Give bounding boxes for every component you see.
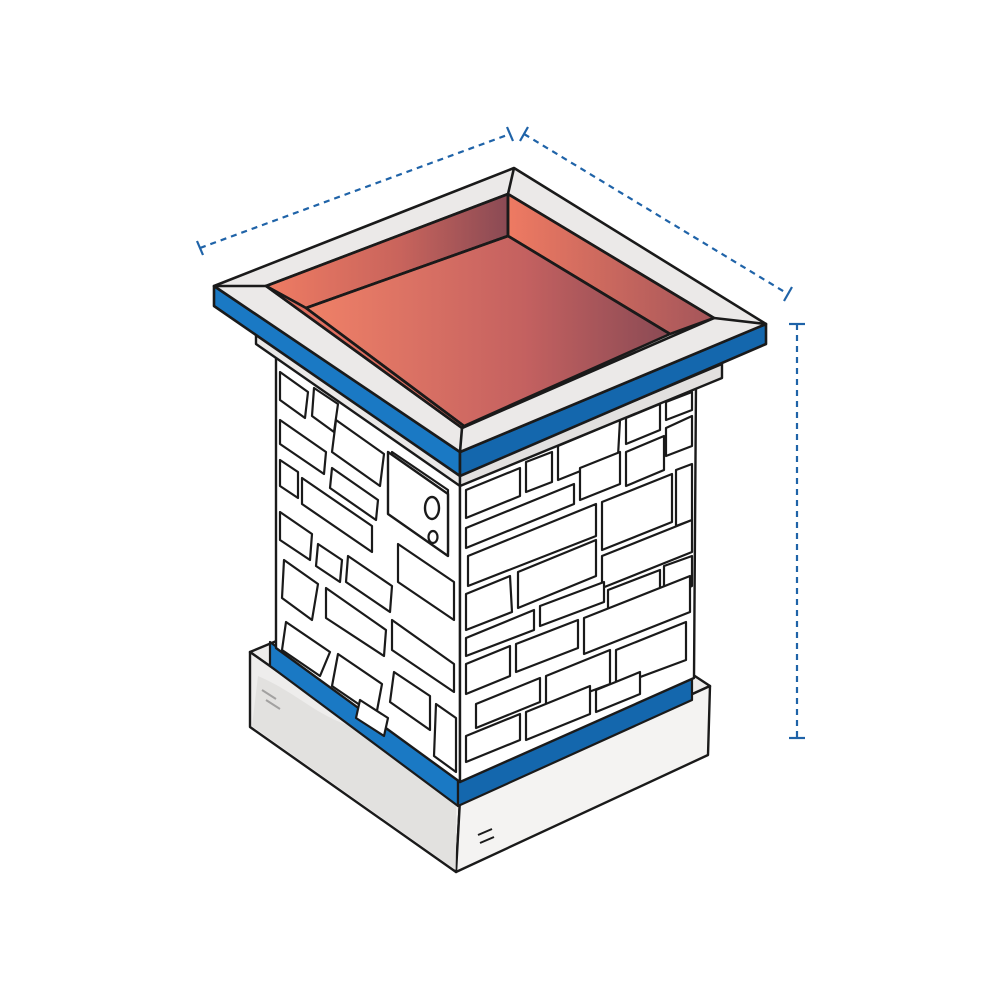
cap-rim-bevel bbox=[458, 427, 464, 453]
base-shadow-wave bbox=[252, 676, 456, 870]
cap-rim-bevel bbox=[713, 316, 767, 326]
cap-rim-bevel bbox=[506, 167, 516, 195]
utility-box-knob-small bbox=[427, 529, 439, 545]
dimension-lines bbox=[195, 126, 805, 740]
right-face-stones bbox=[464, 390, 694, 764]
interior-edge bbox=[305, 234, 509, 310]
depth-dimension-tick bbox=[519, 126, 529, 142]
depth-dimension-tick bbox=[783, 286, 793, 302]
planter-cap bbox=[212, 166, 768, 478]
interior-edge bbox=[507, 234, 671, 336]
interior-edge bbox=[305, 306, 465, 428]
utility-box bbox=[386, 450, 450, 558]
width-dimension-tick bbox=[505, 126, 515, 142]
utility-box-knob-large bbox=[423, 495, 441, 521]
width-dimension-tick bbox=[195, 240, 205, 256]
stone-body bbox=[274, 350, 698, 784]
depth-dimension-line bbox=[523, 133, 789, 295]
planter-opening bbox=[264, 192, 716, 430]
width-dimension-line bbox=[199, 132, 511, 250]
